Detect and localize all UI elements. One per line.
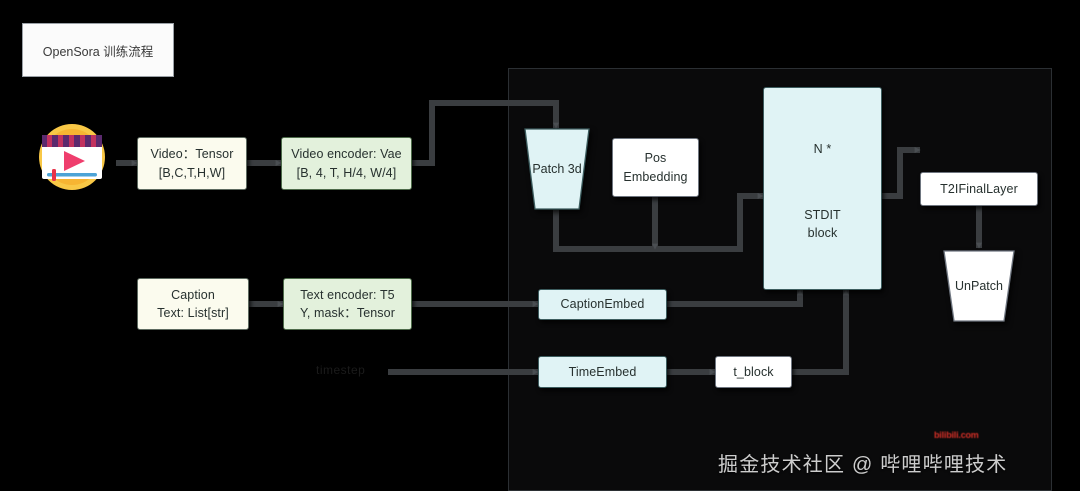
timestep-label: timestep: [316, 363, 366, 377]
watermark-text: 掘金技术社区 @ 哔哩哔哩技术: [718, 454, 1008, 476]
node-video-input[interactable]: Video：Tensor [B,C,T,H,W]: [137, 137, 247, 190]
node-time-embed[interactable]: TimeEmbed: [538, 356, 667, 388]
video-player-icon: [28, 121, 116, 193]
node-unpatch[interactable]: UnPatch: [943, 250, 1015, 322]
node-t-block-label: t_block: [733, 364, 774, 379]
node-unpatch-label: UnPatch: [955, 279, 1003, 293]
node-patch-3d[interactable]: Patch 3d: [524, 128, 590, 210]
node-stdit-block-label: STDIT block: [804, 208, 841, 241]
node-caption-input[interactable]: Caption Text: List[str]: [137, 278, 249, 330]
diagram-title-card: OpenSora 训练流程: [22, 23, 174, 77]
node-caption-input-label: Caption Text: List[str]: [157, 287, 229, 320]
node-stdit-block[interactable]: N * STDIT block: [763, 87, 882, 290]
node-caption-embed[interactable]: CaptionEmbed: [538, 289, 667, 320]
node-text-encoder[interactable]: Text encoder: T5 Y, mask：Tensor: [283, 278, 412, 330]
node-pos-embedding[interactable]: Pos Embedding: [612, 138, 699, 197]
node-pos-embedding-label: Pos Embedding: [623, 151, 688, 184]
node-t2i-final-layer-label: T2IFinalLayer: [940, 181, 1018, 196]
node-caption-embed-label: CaptionEmbed: [560, 297, 645, 312]
watermark-red-text: bilibili.com: [934, 430, 979, 440]
diagram-title-text: OpenSora 训练流程: [42, 44, 154, 59]
node-t2i-final-layer[interactable]: T2IFinalLayer: [920, 172, 1038, 206]
node-time-embed-label: TimeEmbed: [568, 364, 637, 379]
node-stdit-repeat-label: N *: [813, 142, 832, 156]
node-video-encoder-label: Video encoder: Vae [B, 4, T, H/4, W/4]: [291, 147, 402, 180]
node-video-encoder[interactable]: Video encoder: Vae [B, 4, T, H/4, W/4]: [281, 137, 412, 190]
node-patch-3d-label: Patch 3d: [532, 162, 582, 176]
node-text-encoder-label: Text encoder: T5 Y, mask：Tensor: [300, 287, 395, 320]
node-t-block[interactable]: t_block: [715, 356, 792, 388]
node-video-input-label: Video：Tensor [B,C,T,H,W]: [150, 147, 234, 180]
